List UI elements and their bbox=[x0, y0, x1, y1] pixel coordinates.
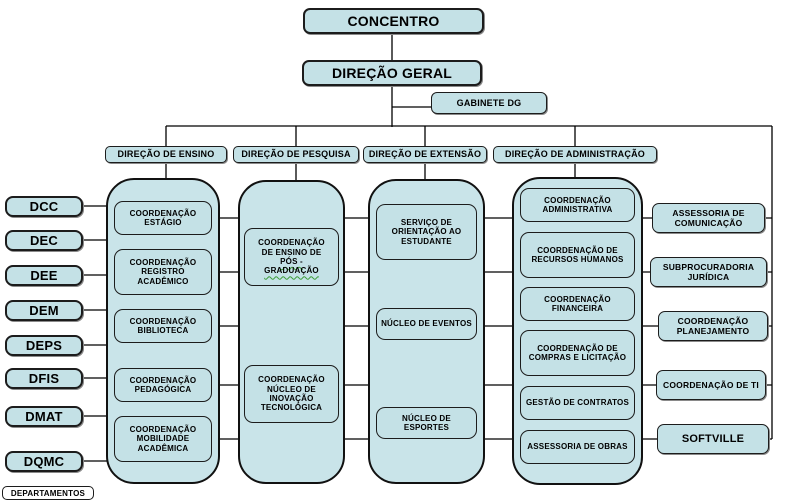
box-label: COORDENAÇÃO DE COMPRAS E LICITAÇÃO bbox=[528, 343, 627, 362]
box-label: ASSESSORIA DE COMUNICAÇÃO bbox=[672, 207, 745, 228]
box-label: COORDENAÇÃO BIBLIOTECA bbox=[129, 316, 197, 335]
box-label: COORDENAÇÃO PEDAGÓGICA bbox=[129, 375, 197, 394]
dept-box-dfis: DFIS bbox=[5, 368, 83, 389]
dept-box-dec: DEC bbox=[5, 230, 83, 251]
dept-box-dem: DEM bbox=[5, 300, 83, 321]
box-label: COORDENAÇÃO ADMINISTRATIVA bbox=[542, 195, 613, 214]
header-label: DIREÇÃO DE ADMINISTRAÇÃO bbox=[505, 149, 645, 160]
box-label: SERVIÇO DE ORIENTAÇÃO AO ESTUDANTE bbox=[391, 217, 462, 246]
box-coordenacao-pos-graduacao: COORDENAÇÃO DE ENSINO DE PÓS - GRADUAÇÃO bbox=[244, 228, 339, 286]
box-coordenacao-registro-academico: COORDENAÇÃO REGISTRO ACADÊMICO bbox=[114, 249, 212, 295]
box-label: COORDENAÇÃO DE RECURSOS HUMANOS bbox=[531, 245, 624, 264]
dept-label: DEC bbox=[29, 232, 59, 248]
box-label: COORDENAÇÃO NÚCLEO DE INOVAÇÃO TECNOLÓGI… bbox=[258, 375, 325, 413]
direcao-geral-box: DIREÇÃO GERAL bbox=[302, 60, 482, 86]
box-label: COORDENAÇÃO DE ENSINO DE PÓS - GRADUAÇÃO bbox=[258, 238, 325, 276]
departments-caption-label: DEPARTAMENTOS bbox=[10, 488, 86, 498]
box-label: COORDENAÇÃO FINANCEIRA bbox=[544, 294, 611, 313]
box-nucleo-esportes: NÚCLEO DE ESPORTES bbox=[376, 407, 477, 439]
dept-box-deps: DEPS bbox=[5, 335, 83, 356]
dept-label: DFIS bbox=[28, 370, 60, 386]
box-assessoria-comunicacao: ASSESSORIA DE COMUNICAÇÃO bbox=[652, 203, 765, 233]
box-coordenacao-recursos-humanos: COORDENAÇÃO DE RECURSOS HUMANOS bbox=[520, 232, 635, 278]
box-coordenacao-pedagogica: COORDENAÇÃO PEDAGÓGICA bbox=[114, 368, 212, 402]
dept-label: DCC bbox=[29, 198, 59, 214]
gabinete-dg-box: GABINETE DG bbox=[431, 92, 547, 114]
dept-box-dmat: DMAT bbox=[5, 406, 83, 427]
dept-box-dqmc: DQMC bbox=[5, 451, 83, 472]
box-label: ASSESSORIA DE OBRAS bbox=[527, 442, 628, 452]
box-coordenacao-nucleo-inovacao-tecnologica: COORDENAÇÃO NÚCLEO DE INOVAÇÃO TECNOLÓGI… bbox=[244, 365, 339, 423]
box-label: COORDENAÇÃO ESTÁGIO bbox=[129, 208, 197, 227]
box-coordenacao-biblioteca: COORDENAÇÃO BIBLIOTECA bbox=[114, 309, 212, 343]
dept-label: DMAT bbox=[25, 408, 63, 424]
box-nucleo-eventos: NÚCLEO DE EVENTOS bbox=[376, 308, 477, 340]
root-box: CONCENTRO bbox=[303, 8, 484, 34]
dept-label: DEM bbox=[29, 302, 59, 318]
box-subprocuradoria-juridica: SUBPROCURADORIA JURÍDICA bbox=[650, 257, 767, 287]
dept-box-dcc: DCC bbox=[5, 196, 83, 217]
header-label: DIREÇÃO DE PESQUISA bbox=[241, 149, 351, 160]
header-direcao-ensino: DIREÇÃO DE ENSINO bbox=[105, 146, 227, 163]
header-label: DIREÇÃO DE ENSINO bbox=[117, 149, 215, 160]
header-direcao-extensao: DIREÇÃO DE EXTENSÃO bbox=[363, 146, 487, 163]
root-label: CONCENTRO bbox=[347, 12, 440, 29]
header-direcao-administracao: DIREÇÃO DE ADMINISTRAÇÃO bbox=[493, 146, 657, 163]
header-direcao-pesquisa: DIREÇÃO DE PESQUISA bbox=[233, 146, 359, 163]
box-coordenacao-financeira: COORDENAÇÃO FINANCEIRA bbox=[520, 287, 635, 321]
box-coordenacao-mobilidade-academica: COORDENAÇÃO MOBILIDADE ACADÊMICA bbox=[114, 416, 212, 462]
box-coordenacao-compras-licitacao: COORDENAÇÃO DE COMPRAS E LICITAÇÃO bbox=[520, 330, 635, 376]
header-label: DIREÇÃO DE EXTENSÃO bbox=[368, 149, 482, 160]
box-label: NÚCLEO DE ESPORTES bbox=[402, 413, 451, 432]
box-label: GESTÃO DE CONTRATOS bbox=[525, 398, 630, 408]
box-assessoria-obras: ASSESSORIA DE OBRAS bbox=[520, 430, 635, 464]
container-pesquisa bbox=[238, 180, 345, 484]
direcao-geral-label: DIREÇÃO GERAL bbox=[331, 64, 453, 81]
box-coordenacao-ti: COORDENAÇÃO DE TI bbox=[656, 370, 766, 400]
dept-label: DQMC bbox=[23, 453, 65, 469]
box-label: COORDENAÇÃO MOBILIDADE ACADÊMICA bbox=[129, 424, 197, 453]
dept-label: DEPS bbox=[25, 337, 63, 353]
box-label: NÚCLEO DE EVENTOS bbox=[381, 319, 472, 329]
box-softville: SOFTVILLE bbox=[657, 424, 769, 454]
box-label: SOFTVILLE bbox=[681, 432, 745, 445]
box-label: COORDENAÇÃO DE TI bbox=[663, 379, 759, 390]
box-servico-orientacao-estudante: SERVIÇO DE ORIENTAÇÃO AO ESTUDANTE bbox=[376, 204, 477, 260]
box-coordenacao-planejamento: COORDENAÇÃO PLANEJAMENTO bbox=[658, 311, 768, 341]
box-coordenacao-administrativa: COORDENAÇÃO ADMINISTRATIVA bbox=[520, 188, 635, 222]
box-coordenacao-estagio: COORDENAÇÃO ESTÁGIO bbox=[114, 201, 212, 235]
dept-label: DEE bbox=[30, 267, 58, 283]
box-label: COORDENAÇÃO REGISTRO ACADÊMICO bbox=[129, 257, 197, 286]
dept-box-dee: DEE bbox=[5, 265, 83, 286]
box-label: SUBPROCURADORIA JURÍDICA bbox=[662, 261, 755, 282]
box-gestao-contratos: GESTÃO DE CONTRATOS bbox=[520, 386, 635, 420]
departments-caption: DEPARTAMENTOS bbox=[2, 486, 94, 500]
box-label: COORDENAÇÃO PLANEJAMENTO bbox=[676, 315, 750, 336]
gabinete-dg-label: GABINETE DG bbox=[456, 97, 522, 108]
